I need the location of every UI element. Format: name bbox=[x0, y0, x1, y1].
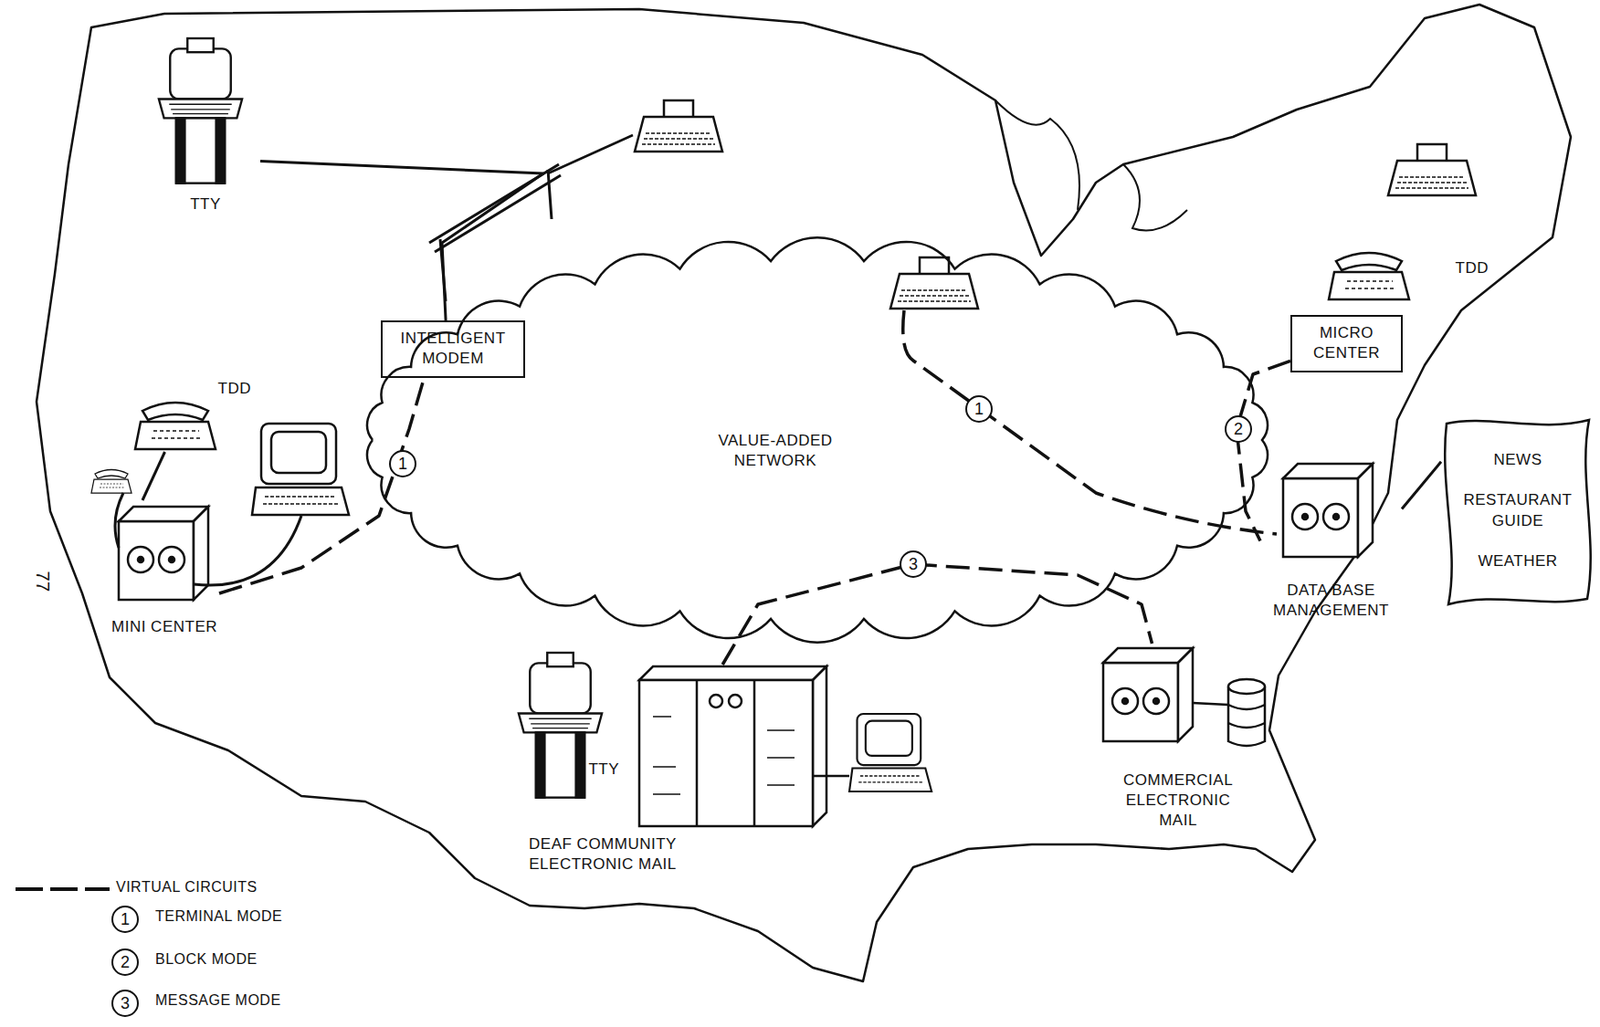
mail-computer bbox=[1103, 648, 1193, 742]
node-label: TDD bbox=[1324, 258, 1489, 279]
legend-text: MESSAGE MODE bbox=[155, 992, 282, 1010]
node-label: DEAF COMMUNITY ELECTRONIC MAIL bbox=[515, 834, 690, 875]
database-computer bbox=[1283, 463, 1373, 558]
label-block: TDD bbox=[1324, 258, 1489, 279]
mini-computer bbox=[118, 506, 209, 600]
desk-printer bbox=[1388, 144, 1476, 196]
cloud-path bbox=[367, 237, 1268, 643]
network-cloud: VALUE-ADDED NETWORK bbox=[347, 234, 1288, 646]
mail-server: COMMERCIAL ELECTRONIC MAIL bbox=[1091, 643, 1265, 832]
tdd-terminal: TDD bbox=[1324, 244, 1489, 309]
label-block: MINI CENTER bbox=[109, 617, 220, 638]
desk-printer bbox=[890, 257, 979, 309]
great-lakes-shore bbox=[995, 100, 1188, 232]
desk-printer bbox=[634, 100, 723, 152]
node-label: TTY bbox=[511, 759, 620, 780]
virtual-circuit bbox=[1236, 360, 1291, 541]
document-item: RESTAURANT GUIDE bbox=[1461, 490, 1575, 531]
label-block: DATA BASE MANAGEMENT bbox=[1260, 580, 1402, 622]
node-label: MICRO CENTER bbox=[1303, 323, 1390, 364]
wire bbox=[142, 452, 166, 501]
node-label: COMMERCIAL ELECTRONIC MAIL bbox=[1115, 770, 1241, 832]
document-outline bbox=[1441, 412, 1595, 610]
disk-store bbox=[1192, 679, 1265, 747]
teletypewriter bbox=[158, 38, 243, 184]
virtual-circuit bbox=[219, 378, 424, 594]
callout-number: 1 bbox=[965, 395, 993, 423]
database-server: DATA BASE MANAGEMENT bbox=[1260, 461, 1402, 622]
label-block: TTY bbox=[150, 194, 261, 215]
callout-number: 3 bbox=[111, 989, 139, 1018]
wire bbox=[260, 161, 544, 322]
callout-number: 1 bbox=[389, 450, 417, 478]
video-terminal bbox=[252, 423, 349, 516]
paper-path bbox=[1444, 420, 1591, 605]
tty-terminal: TTY bbox=[150, 36, 261, 215]
virtual-circuit bbox=[903, 310, 1277, 535]
callout-number: 1 bbox=[111, 905, 139, 934]
tty-terminal: TTY bbox=[511, 648, 620, 790]
document-item: WEATHER bbox=[1477, 551, 1558, 572]
wire bbox=[1401, 462, 1442, 510]
small-phone bbox=[91, 470, 132, 495]
legend-sample-line bbox=[15, 887, 110, 892]
modem-box: INTELLIGENT MODEM bbox=[380, 320, 526, 379]
page-number: 77 bbox=[31, 570, 53, 592]
callout-number: 3 bbox=[899, 550, 927, 579]
video-terminal bbox=[849, 714, 932, 792]
mini-center: MINI CENTER bbox=[109, 500, 220, 638]
mail-mainframe: DEAF COMMUNITY ELECTRONIC MAIL bbox=[502, 664, 832, 875]
label-block: DEAF COMMUNITY ELECTRONIC MAIL bbox=[515, 834, 690, 875]
legend-text: TERMINAL MODE bbox=[155, 908, 283, 926]
node-label: MINI CENTER bbox=[109, 617, 220, 638]
document-text-column: NEWS RESTAURANT GUIDE WEATHER bbox=[1441, 412, 1595, 610]
tdd-phone bbox=[135, 402, 216, 450]
callout-number: 2 bbox=[111, 948, 139, 977]
tdd-phone bbox=[1328, 252, 1410, 300]
node-label: DATA BASE MANAGEMENT bbox=[1260, 580, 1402, 622]
telephone-pole bbox=[429, 135, 633, 302]
legend-text: BLOCK MODE bbox=[155, 951, 258, 969]
node-label: TTY bbox=[150, 194, 261, 215]
label-block: TTY bbox=[511, 759, 620, 780]
info-document: NEWS RESTAURANT GUIDE WEATHER bbox=[1441, 412, 1595, 610]
callout-number: 2 bbox=[1224, 415, 1253, 443]
node-label: TDD bbox=[127, 378, 252, 400]
virtual-circuit bbox=[722, 564, 1152, 665]
node-label: VALUE-ADDED NETWORK bbox=[706, 431, 844, 472]
label-block: TDD bbox=[127, 378, 252, 400]
document-item: NEWS bbox=[1494, 450, 1543, 471]
micro-center-box: MICRO CENTER bbox=[1290, 315, 1403, 373]
tdd-terminal: TDD bbox=[127, 378, 252, 453]
label-block: VALUE-ADDED NETWORK bbox=[706, 431, 844, 472]
us-map-outline bbox=[36, 4, 1571, 982]
terminal-wire bbox=[115, 493, 302, 586]
legend-text: VIRTUAL CIRCUITS bbox=[115, 879, 258, 896]
mainframe bbox=[639, 666, 850, 827]
label-block: COMMERCIAL ELECTRONIC MAIL bbox=[1115, 770, 1241, 832]
